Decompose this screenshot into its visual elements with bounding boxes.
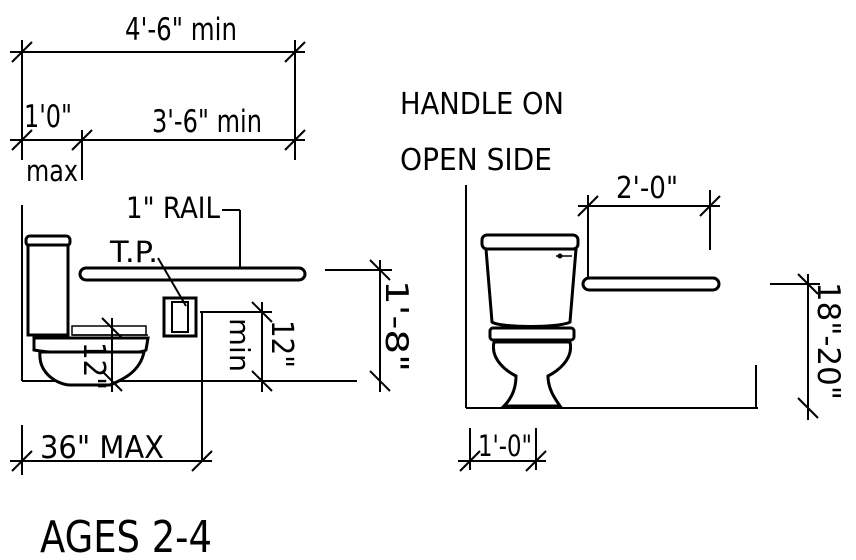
grab-bar-left: 1" RAIL: [78, 191, 307, 282]
overall-width-label: 4'-6" min: [125, 12, 237, 48]
rail-height-label-left: 1'-8": [378, 280, 414, 372]
depth-dimension: 36" MAX: [10, 425, 213, 475]
overall-width-dimension: 4'-6" min: [10, 12, 306, 160]
toilet-side-view: [24, 234, 150, 387]
offset-dimension: 1'-0": [458, 428, 547, 472]
toilet-height-dimension: 12": [76, 317, 123, 392]
tp-height-qualifier: min: [223, 318, 256, 372]
tp-label: T.P.: [109, 235, 158, 269]
toilet-paper-holder: T.P.: [109, 235, 198, 338]
caption: AGES 2-4: [40, 512, 212, 560]
toilet-front-view: [480, 233, 580, 408]
grab-bar-right: 2'-0": [577, 171, 721, 292]
side-offset-qualifier: max: [26, 154, 78, 188]
side-offset-label: 1'0": [24, 99, 72, 135]
tp-height-dimension: min 12": [200, 301, 299, 392]
rail-length-label: 3'-6" min: [152, 104, 262, 140]
rail-height-label-right: 18"-20": [810, 282, 846, 400]
left-elevation: 4'-6" min 1'0" max 3'-6" min 1: [10, 12, 414, 475]
rail-height-dimension-right: 18"-20": [770, 273, 846, 420]
note-line-1: HANDLE ON: [400, 87, 564, 122]
tp-height-label: 12": [264, 320, 299, 368]
rail-label: 1" RAIL: [126, 191, 220, 225]
rail-height-dimension-left: 1'-8": [325, 259, 414, 392]
toilet-height-label: 12": [76, 342, 111, 390]
rail-length-label-right: 2'-0": [616, 171, 678, 206]
note-line-2: OPEN SIDE: [400, 143, 552, 178]
rail-length-dimension: 1'0" max 3'-6" min: [10, 99, 306, 188]
right-elevation: HANDLE ON OPEN SIDE 2'-0": [400, 87, 846, 472]
offset-label: 1'-0": [478, 429, 532, 463]
depth-label: 36" MAX: [40, 430, 164, 466]
